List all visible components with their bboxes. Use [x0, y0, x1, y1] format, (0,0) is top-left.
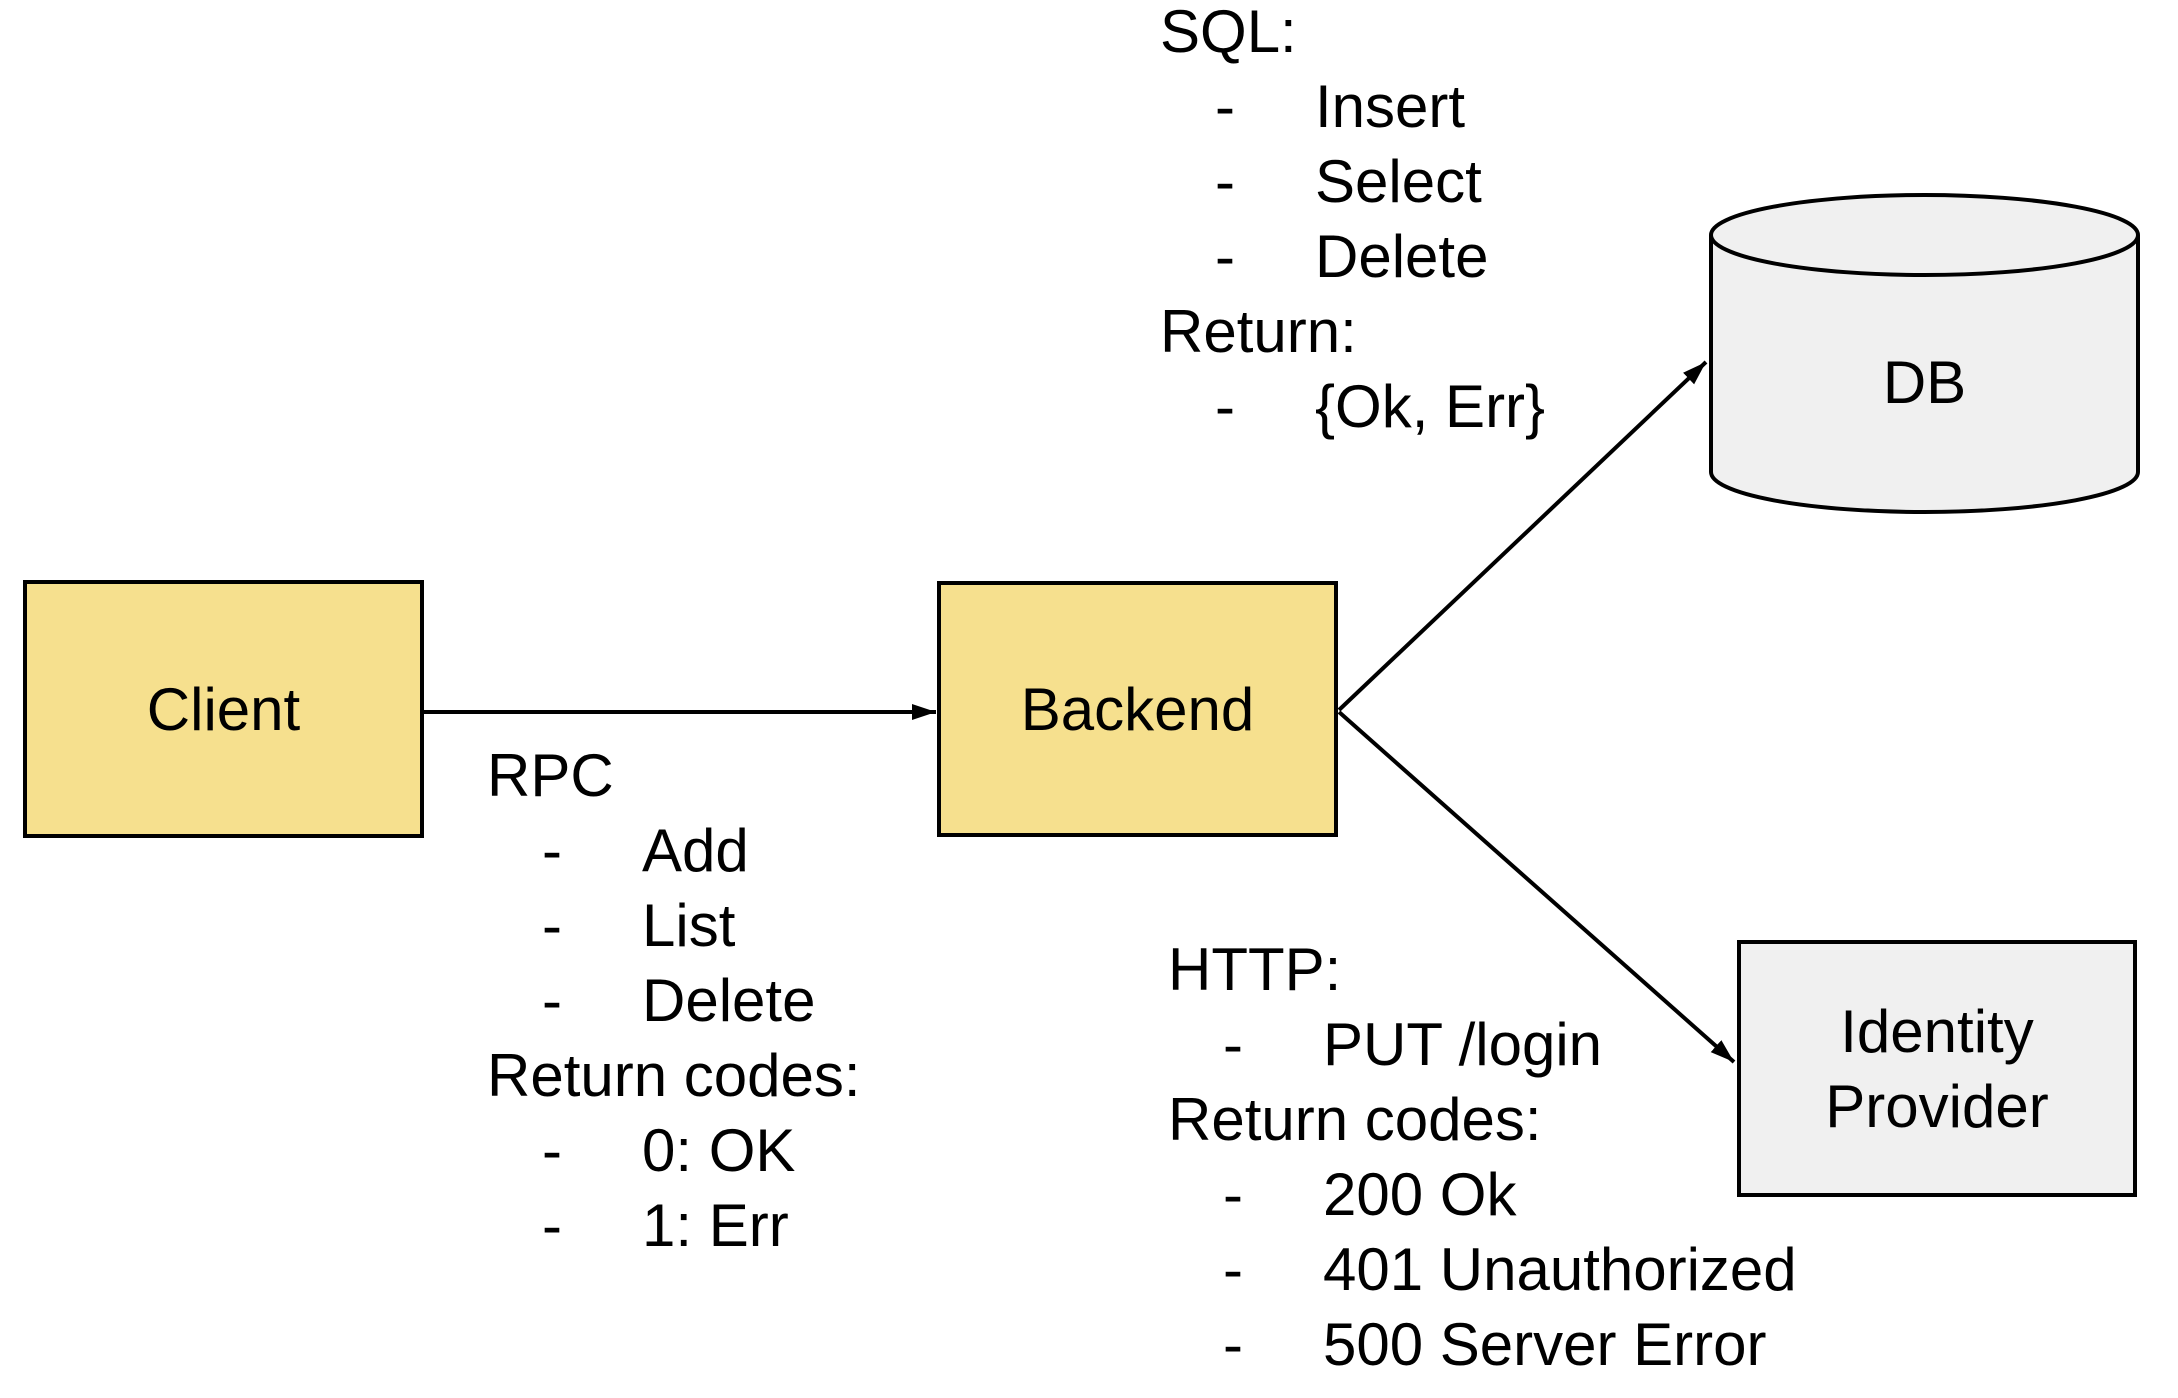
- http-return-row: - 500 Server Error: [1168, 1307, 1797, 1382]
- db-label: DB: [1882, 349, 1967, 416]
- sql-item-row: - Select: [1160, 144, 1545, 219]
- bullet-dash: -: [1223, 1236, 1243, 1303]
- sql-item-row: - Delete: [1160, 219, 1545, 294]
- rpc-return-item: 1: Err: [642, 1192, 789, 1259]
- bullet-dash: -: [1223, 1311, 1243, 1378]
- sql-item-row: - Insert: [1160, 69, 1545, 144]
- sql-item: Insert: [1315, 73, 1466, 140]
- rpc-item-row: - Delete: [487, 963, 861, 1038]
- http-return-row: - 401 Unauthorized: [1168, 1232, 1797, 1307]
- rpc-return-item: 0: OK: [642, 1117, 796, 1184]
- bullet-dash: -: [1223, 1011, 1243, 1078]
- rpc-return-title: Return codes:: [487, 1042, 861, 1109]
- sql-title: SQL:: [1160, 0, 1297, 65]
- backend-label: Backend: [1020, 675, 1255, 743]
- rpc-return-row: - 1: Err: [487, 1188, 861, 1263]
- http-item-row: - PUT /login: [1168, 1007, 1797, 1082]
- client-node: Client: [23, 580, 424, 838]
- sql-annotation: SQL: - Insert - Select - Delete Return: - {O…: [1160, 0, 1545, 444]
- http-annotation: HTTP: -PUT /login Return codes: -200 Ok …: [1168, 932, 1797, 1382]
- sql-item: Select: [1315, 148, 1482, 215]
- bullet-dash: -: [1215, 73, 1235, 140]
- rpc-title: RPC: [487, 742, 614, 809]
- rpc-item: Delete: [642, 967, 816, 1034]
- http-item: PUT /login: [1323, 1011, 1603, 1078]
- rpc-item-row: - List: [487, 888, 861, 963]
- bullet-dash: -: [1223, 1161, 1243, 1228]
- sql-return-item: {Ok, Err}: [1315, 373, 1546, 440]
- client-label: Client: [146, 675, 301, 743]
- sql-return-row: - {Ok, Err}: [1160, 369, 1545, 444]
- identity-provider-label: Identity Provider: [1825, 997, 2049, 1140]
- http-return-item: 200 Ok: [1323, 1161, 1517, 1228]
- identity-provider-node: Identity Provider: [1737, 940, 2137, 1197]
- db-cylinder-rim: [1709, 234, 2140, 277]
- rpc-item-row: - Add: [487, 813, 861, 888]
- bullet-dash: -: [542, 1117, 562, 1184]
- sql-return-title: Return:: [1160, 298, 1357, 365]
- edge-backend-to-identity-provider: [1337, 710, 1736, 1064]
- http-return-item: 500 Server Error: [1323, 1311, 1767, 1378]
- db-cylinder-body: [1709, 193, 2140, 514]
- rpc-return-row: - 0: OK: [487, 1113, 861, 1188]
- http-return-title: Return codes:: [1168, 1086, 1542, 1153]
- edge-backend-to-db: [1337, 360, 1708, 712]
- bullet-dash: -: [1215, 148, 1235, 215]
- bullet-dash: -: [1215, 373, 1235, 440]
- bullet-dash: -: [1215, 223, 1235, 290]
- http-return-row: - 200 Ok: [1168, 1157, 1797, 1232]
- backend-node: Backend: [937, 581, 1338, 837]
- http-title: HTTP:: [1168, 936, 1342, 1003]
- sql-item: Delete: [1315, 223, 1489, 290]
- bullet-dash: -: [542, 967, 562, 1034]
- rpc-item: Add: [642, 817, 749, 884]
- bullet-dash: -: [542, 892, 562, 959]
- http-return-item: 401 Unauthorized: [1323, 1236, 1797, 1303]
- rpc-item: List: [642, 892, 736, 959]
- bullet-dash: -: [542, 1192, 562, 1259]
- rpc-annotation: RPC - Add - List - Delete Return codes: - 0:…: [487, 738, 861, 1263]
- bullet-dash: -: [542, 817, 562, 884]
